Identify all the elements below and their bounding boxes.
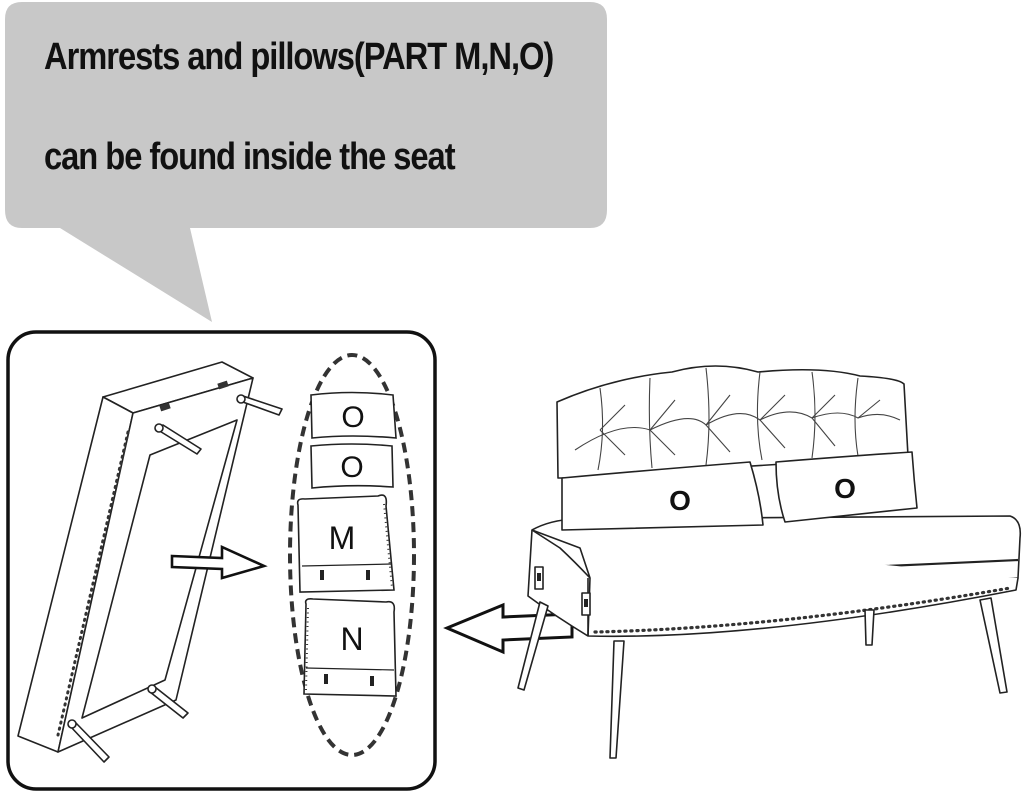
- pillow-part-top: O: [310, 391, 397, 439]
- parts-dashed-oval: [288, 353, 416, 757]
- sofa-illustration: [517, 365, 1022, 759]
- callout-line-1: Armrests and pillows(PART M,N,O): [44, 36, 554, 78]
- pillow-part-second: O: [310, 443, 394, 489]
- sofa-pillow-left-label: O: [669, 485, 691, 516]
- armrest-n-label: N: [340, 621, 363, 657]
- right-arrow-icon: [170, 544, 268, 580]
- callout-bubble: [5, 2, 607, 322]
- pillow-second-label: O: [340, 451, 363, 484]
- sofa-pillow-right-label: O: [834, 473, 856, 504]
- armrest-m-label: M: [329, 520, 356, 556]
- pillow-top-label: O: [341, 401, 364, 434]
- seat-box: [17, 361, 283, 763]
- armrest-part-m: M: [296, 494, 395, 593]
- callout-line-2: can be found inside the seat: [44, 136, 456, 178]
- armrest-part-n: N: [303, 598, 397, 697]
